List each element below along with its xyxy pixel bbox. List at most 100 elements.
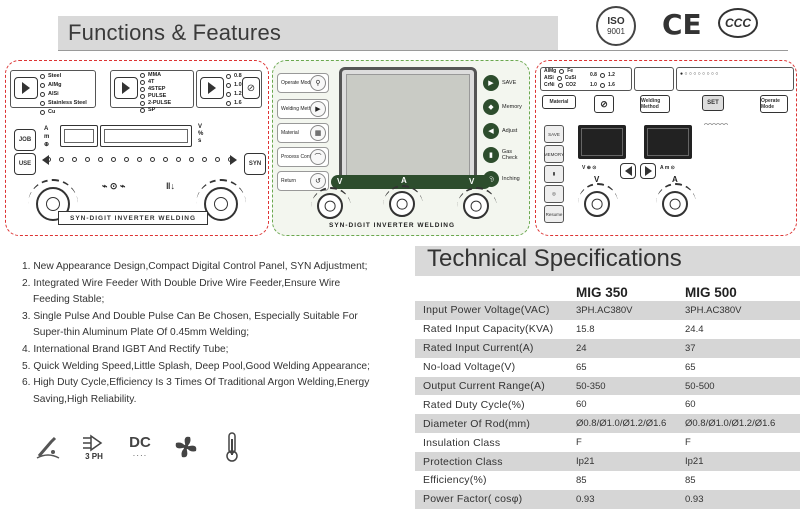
p3-left-display	[578, 125, 626, 159]
play-icon	[22, 82, 30, 94]
feature-item: 2. Integrated Wire Feeder With Double Dr…	[22, 277, 341, 289]
p3-material-button[interactable]: Material	[542, 95, 576, 109]
process-control-button[interactable]: Process Control⌒	[277, 147, 329, 167]
job-button[interactable]: JOB	[14, 129, 36, 151]
play-icon	[208, 82, 216, 94]
p3-operate-mode-button[interactable]: Operate Mode	[760, 95, 788, 113]
feature-item-continued: Saving,High Reliability.	[33, 393, 137, 405]
feature-item: 5. Quick Welding Speed,Little Splash, De…	[22, 360, 370, 372]
p3-resume-button[interactable]: Resume	[544, 205, 564, 223]
mode-select-button[interactable]	[114, 77, 138, 99]
memory-button[interactable]: ◆Memory	[483, 97, 529, 117]
arrow-left-icon: ◀	[483, 123, 499, 139]
p3-save-button[interactable]: SAVE	[544, 125, 564, 143]
current-knob[interactable]	[204, 187, 238, 221]
material-select-button[interactable]	[14, 77, 38, 99]
syn-button[interactable]: SYN	[244, 153, 266, 175]
next-param-arrow[interactable]	[230, 155, 237, 165]
current-knob-label: A	[401, 176, 407, 185]
knob3-scale	[457, 187, 497, 227]
knob-label-bar	[331, 175, 491, 189]
wire-spool-icon: ◎	[552, 191, 556, 196]
p3-voltage-label: V	[594, 175, 600, 184]
page-title: Functions & Features	[68, 20, 282, 45]
p3-method-group	[634, 67, 674, 91]
p3-gas-button[interactable]: ▮	[544, 165, 564, 183]
p3-right-units: A m ⊙	[660, 165, 675, 171]
p3-process-leds: ● ○ ○ ○ ○ ○ ○ ○ ○	[680, 71, 719, 77]
p3-inching-button[interactable]: ◎	[544, 185, 564, 203]
gas-bottle-icon: ▮	[483, 147, 499, 163]
control-panel-2: Operate Mode⚲ Welding Method▶ Material▦ …	[272, 60, 530, 236]
welding-method-button[interactable]: Welding Method▶	[277, 99, 329, 119]
no-symbol-icon: ⊘	[600, 98, 608, 109]
diameter-select-button[interactable]	[200, 77, 224, 99]
material-icon: ▦	[310, 125, 326, 141]
gas-bottle-icon: ▮	[552, 171, 556, 176]
adjust-button[interactable]: ◀Adjust	[483, 121, 529, 141]
job-display	[100, 125, 192, 147]
tech-title: Technical Specifications	[427, 245, 682, 272]
no-gas-button[interactable]: ⊘	[242, 77, 260, 99]
dc-icon: DC ····	[129, 434, 151, 460]
p3-set-button[interactable]: SET	[702, 95, 724, 111]
use-button[interactable]: USE	[14, 153, 36, 175]
thermometer-icon	[214, 429, 250, 465]
play-icon	[122, 82, 130, 94]
play-icon: ▶	[310, 101, 326, 117]
mode-options: MMA 4T 4STEP PULSE 2-PULSE SP	[140, 72, 171, 114]
unit-labels-right: V%s	[198, 124, 204, 144]
torch-icons: ⌁ ⊙ ⌁	[102, 181, 126, 191]
iso-text: ISO	[607, 15, 625, 27]
inductance-knob[interactable]	[463, 193, 489, 219]
iso-9001-badge: ISO 9001	[596, 6, 636, 46]
ccc-mark: CCC	[718, 8, 758, 38]
fan-icon	[168, 429, 204, 465]
p3-right-arrow[interactable]	[640, 163, 656, 179]
feature-item: 3. Single Pulse And Double Pulse Can Be …	[22, 310, 358, 322]
iso-number: 9001	[607, 26, 625, 36]
return-button[interactable]: Return↺	[277, 171, 329, 191]
knob1-scale	[311, 187, 351, 227]
gas-check-button[interactable]: ▮Gas Check	[483, 145, 529, 165]
voltage-knob-label: V	[337, 177, 343, 186]
three-phase-icon: 3 PH	[76, 429, 112, 465]
save-button[interactable]: ▶SAVE	[483, 73, 529, 93]
p3-current-knob[interactable]	[662, 191, 688, 217]
material-button[interactable]: Material▦	[277, 123, 329, 143]
p3-left-arrow[interactable]	[620, 163, 636, 179]
tech-header-bar	[415, 246, 800, 276]
current-knob-2[interactable]	[389, 191, 415, 217]
three-phase-label: 3 PH	[85, 451, 103, 461]
no-symbol-icon: ⊘	[246, 82, 256, 94]
p3-welding-method-button[interactable]: Welding Method	[640, 95, 670, 113]
voltage-knob-2[interactable]	[317, 193, 343, 219]
p3-memory-button[interactable]: MEMORY	[544, 145, 564, 163]
operate-mode-button[interactable]: Operate Mode⚲	[277, 73, 329, 93]
spec-header-blank	[415, 283, 576, 301]
p3-knob2-scale	[656, 183, 696, 223]
p3-process-group	[676, 67, 794, 91]
left-display	[60, 125, 98, 147]
p3-current-label: A	[672, 175, 678, 184]
curve-icon: ⌒	[310, 149, 326, 165]
right-knob-scale	[196, 179, 246, 229]
return-icon: ↺	[310, 173, 326, 189]
prev-param-arrow[interactable]	[42, 155, 49, 165]
p3-diameter-button[interactable]: ⊘	[594, 95, 614, 113]
memory-icon: ◆	[483, 99, 499, 115]
p3-voltage-knob[interactable]	[584, 191, 610, 217]
panel1-brand: SYN-DIGIT INVERTER WELDING	[58, 211, 208, 225]
spec-table: MIG 350 MIG 500 Input Power Voltage(VAC)…	[415, 283, 800, 509]
p3-right-display	[644, 125, 692, 159]
torch-trigger-icon: ⚲	[310, 75, 326, 91]
p3-process-diagram: ⌒⌒⌒⌒⌒⌒	[704, 123, 728, 128]
control-panel-1: Steel AlMg AlSi Stainless Steel Cu MMA 4…	[5, 60, 269, 236]
